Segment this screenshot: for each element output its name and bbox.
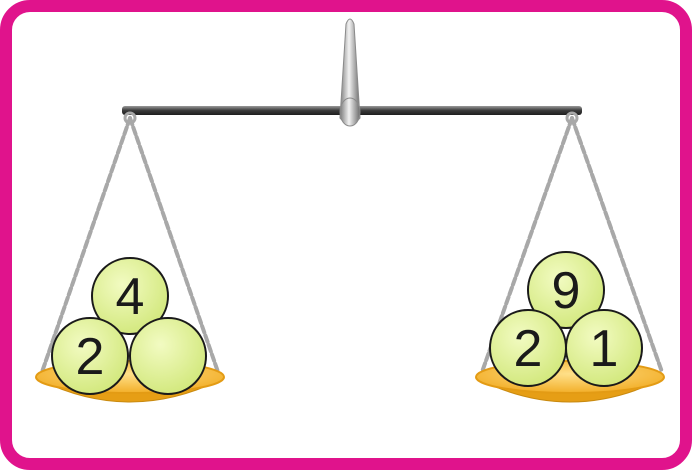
right-ball-top: 9: [527, 251, 605, 329]
beam-hub: [339, 97, 361, 127]
ball-number: 9: [552, 262, 581, 320]
left-hook: [123, 111, 137, 125]
right-ball-bottom-left: 2: [489, 309, 567, 387]
left-ball-bottom-left: 2: [51, 317, 129, 395]
left-chains: [40, 116, 220, 374]
ball-number: 2: [514, 320, 543, 378]
right-hook: [565, 111, 579, 125]
right-ball-bottom-right: 1: [565, 309, 643, 387]
ball-number: 4: [116, 268, 145, 326]
left-ball-bottom-right-blank: [129, 317, 207, 395]
ball-number: 2: [76, 328, 105, 386]
left-ball-top: 4: [91, 257, 169, 335]
ball-number: 1: [590, 320, 619, 378]
